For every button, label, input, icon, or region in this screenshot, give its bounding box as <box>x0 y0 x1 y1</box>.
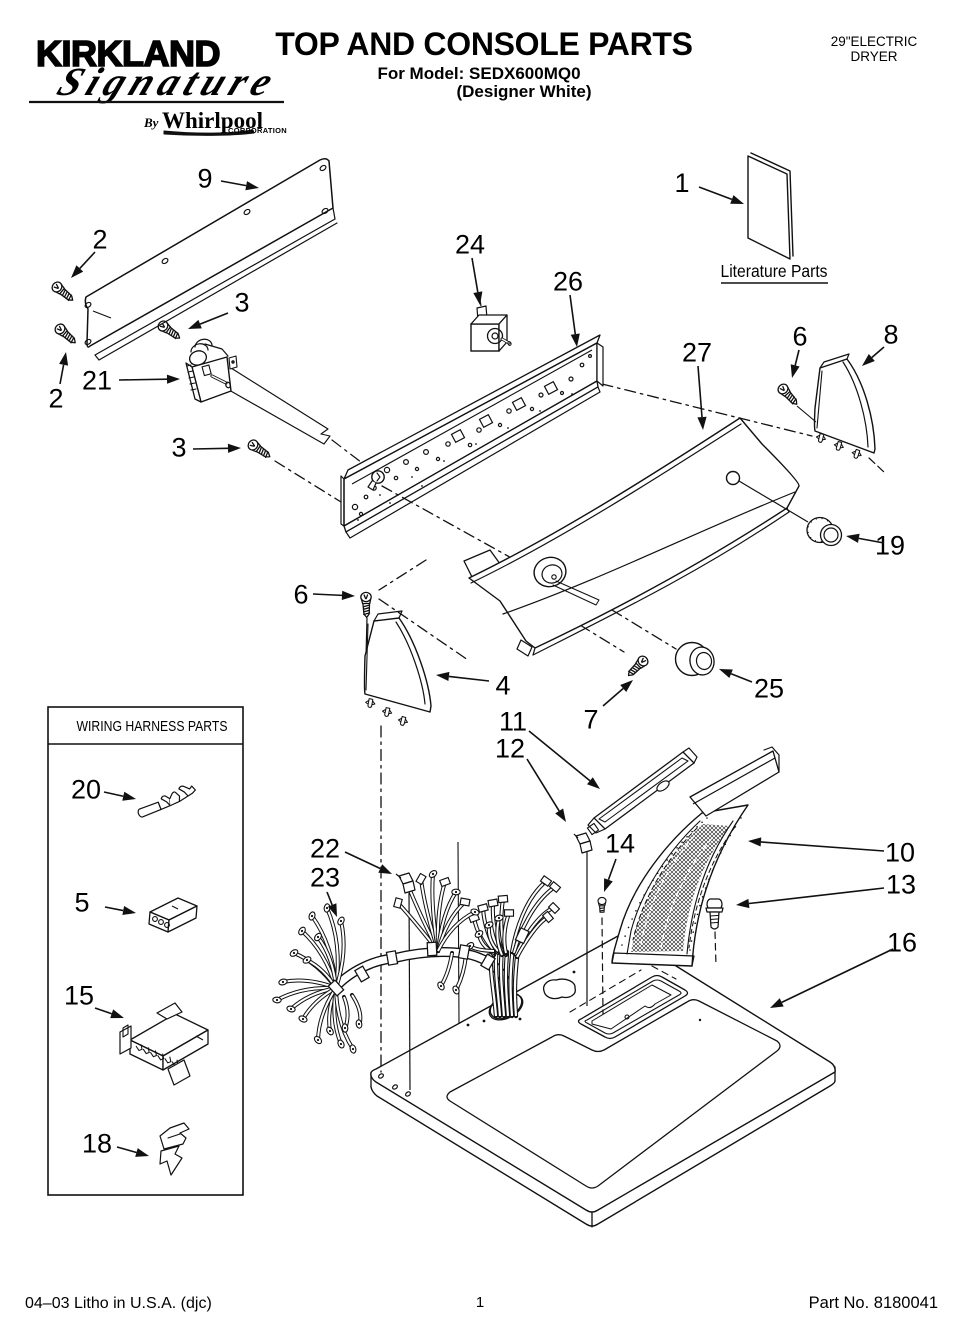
svg-text:2: 2 <box>92 225 107 255</box>
svg-text:24: 24 <box>455 230 485 260</box>
svg-text:Literature Parts: Literature Parts <box>721 261 828 281</box>
svg-text:6: 6 <box>293 580 308 610</box>
svg-text:For Model: SEDX600MQ0: For Model: SEDX600MQ0 <box>377 64 580 83</box>
svg-text:26: 26 <box>553 267 583 297</box>
svg-text:5: 5 <box>74 888 89 918</box>
svg-text:KIRKLAND: KIRKLAND <box>36 33 220 74</box>
svg-text:3: 3 <box>234 288 249 318</box>
svg-text:20: 20 <box>71 775 101 805</box>
svg-text:8: 8 <box>883 320 898 350</box>
svg-text:TOP AND CONSOLE PARTS: TOP AND CONSOLE PARTS <box>275 26 692 62</box>
svg-text:23: 23 <box>310 863 340 893</box>
svg-text:9: 9 <box>197 164 212 194</box>
svg-text:Whirlpool: Whirlpool <box>162 108 263 133</box>
svg-text:27: 27 <box>682 338 712 368</box>
svg-text:11: 11 <box>499 707 527 737</box>
svg-text:19: 19 <box>875 531 905 561</box>
svg-text:DRYER: DRYER <box>850 49 897 64</box>
svg-text:13: 13 <box>886 870 916 900</box>
svg-text:By: By <box>143 115 159 130</box>
svg-text:3: 3 <box>171 433 186 463</box>
svg-text:CORPORATION: CORPORATION <box>228 126 287 135</box>
svg-text:2: 2 <box>48 384 63 414</box>
svg-text:14: 14 <box>605 829 635 859</box>
svg-text:1: 1 <box>476 1294 484 1311</box>
svg-text:22: 22 <box>310 834 340 864</box>
svg-text:Signature: Signature <box>52 59 286 103</box>
svg-text:15: 15 <box>64 981 94 1011</box>
svg-text:6: 6 <box>792 322 807 352</box>
svg-text:12: 12 <box>495 734 525 764</box>
svg-text:18: 18 <box>82 1129 112 1159</box>
svg-text:10: 10 <box>885 838 915 868</box>
svg-text:1: 1 <box>674 168 689 198</box>
svg-text:4: 4 <box>495 671 510 701</box>
svg-text:21: 21 <box>82 366 112 396</box>
svg-text:16: 16 <box>887 928 917 958</box>
svg-text:25: 25 <box>754 674 784 704</box>
svg-text:WIRING HARNESS PARTS: WIRING HARNESS PARTS <box>77 718 228 735</box>
svg-text:Part No. 8180041: Part No. 8180041 <box>809 1294 938 1312</box>
svg-text:29"ELECTRIC: 29"ELECTRIC <box>831 34 918 49</box>
svg-text:7: 7 <box>583 705 598 735</box>
svg-text:(Designer White): (Designer White) <box>456 82 591 101</box>
svg-text:04–03 Litho in U.S.A. (djc): 04–03 Litho in U.S.A. (djc) <box>25 1295 212 1312</box>
